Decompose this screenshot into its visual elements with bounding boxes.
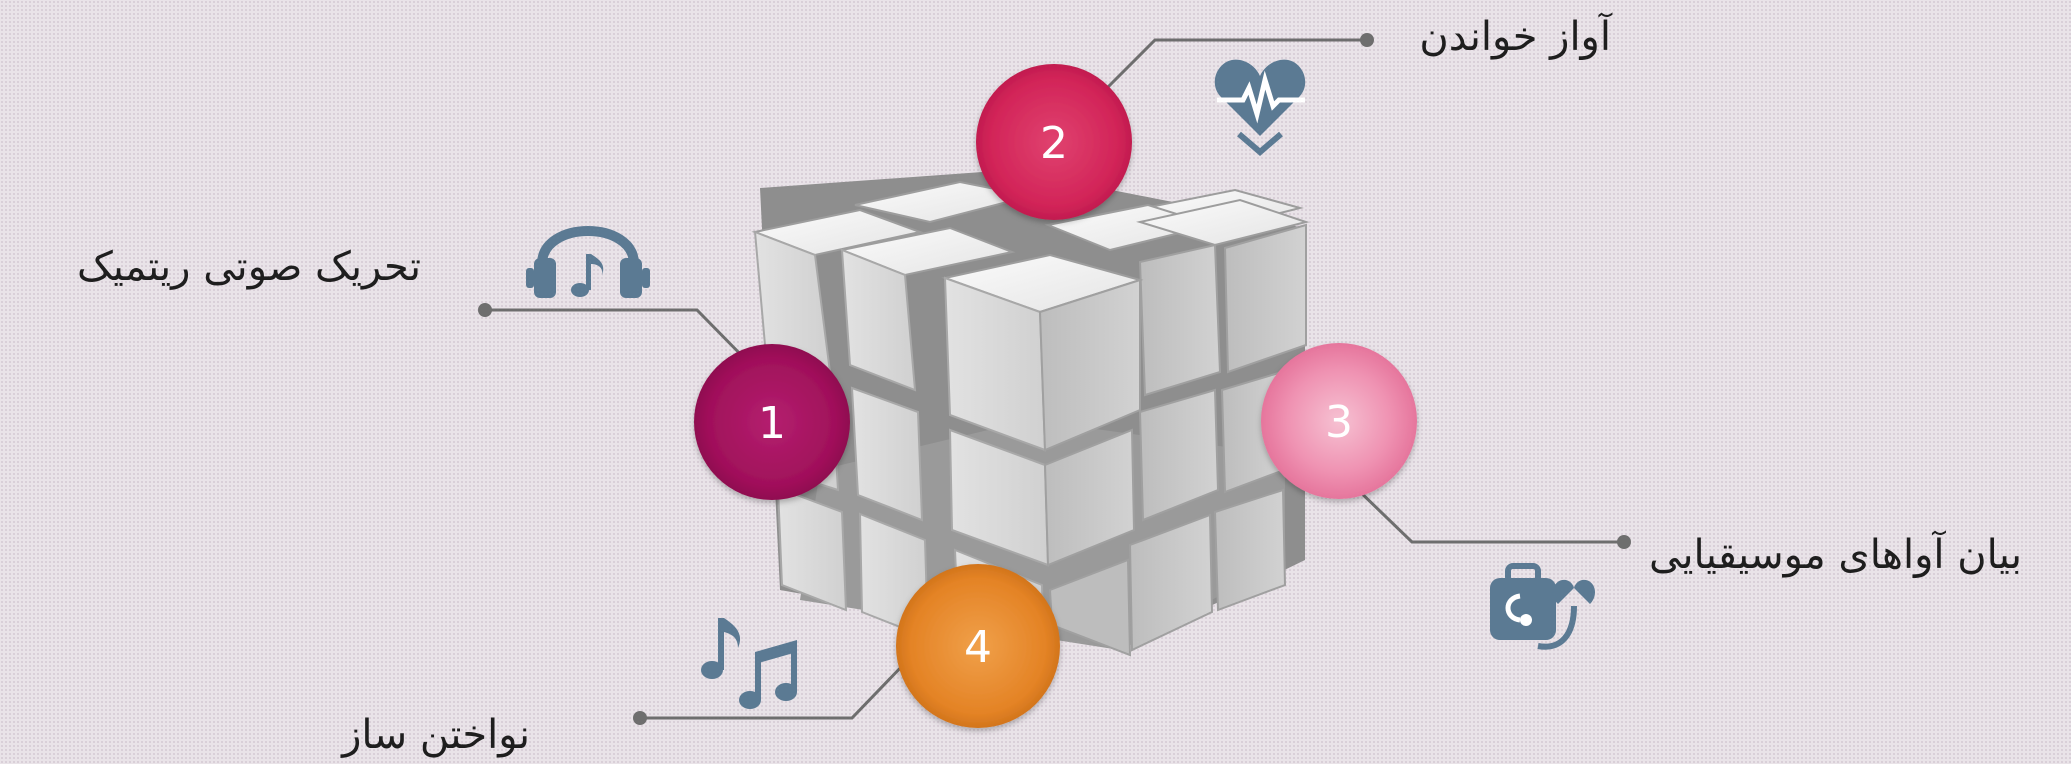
cube-top-layer (751, 180, 1310, 452)
headphones-music-icon (526, 226, 650, 298)
medical-kit-stethoscope-icon (1490, 563, 1596, 650)
step-4-ball: 4 (896, 564, 1060, 728)
connector-3-end-dot (1617, 535, 1631, 549)
cube-bottom-layer (776, 486, 1287, 657)
connector-1 (485, 308, 754, 368)
connector-4 (640, 661, 907, 720)
rubiks-cube-graphic (751, 170, 1310, 657)
connectors (485, 38, 1624, 720)
step-3-ball: 3 (1261, 343, 1417, 499)
connector-2 (1101, 38, 1367, 94)
step-4-number: 4 (964, 622, 992, 673)
heartbeat-icon (1214, 59, 1306, 156)
connector-2-end-dot (1360, 33, 1374, 47)
step-3-number: 3 (1325, 397, 1353, 448)
step-1-ball: 1 (694, 344, 850, 500)
connector-3 (1353, 485, 1624, 544)
step-1-number: 1 (758, 398, 786, 449)
step-2-ball: 2 (976, 64, 1132, 220)
connector-4-end-dot (633, 711, 647, 725)
music-notes-icon (701, 618, 797, 709)
step-2-number: 2 (1040, 118, 1068, 169)
connector-1-end-dot (478, 303, 492, 317)
step-1-label: تحریک صوتی ریتمیک (76, 244, 421, 290)
connector-dots (478, 33, 1631, 725)
step-4-label: نواختن ساز (342, 712, 530, 758)
step-3-label: بیان آواهای موسیقیایی (1649, 532, 2022, 578)
step-2-label: آواز خواندن (1419, 14, 1611, 60)
